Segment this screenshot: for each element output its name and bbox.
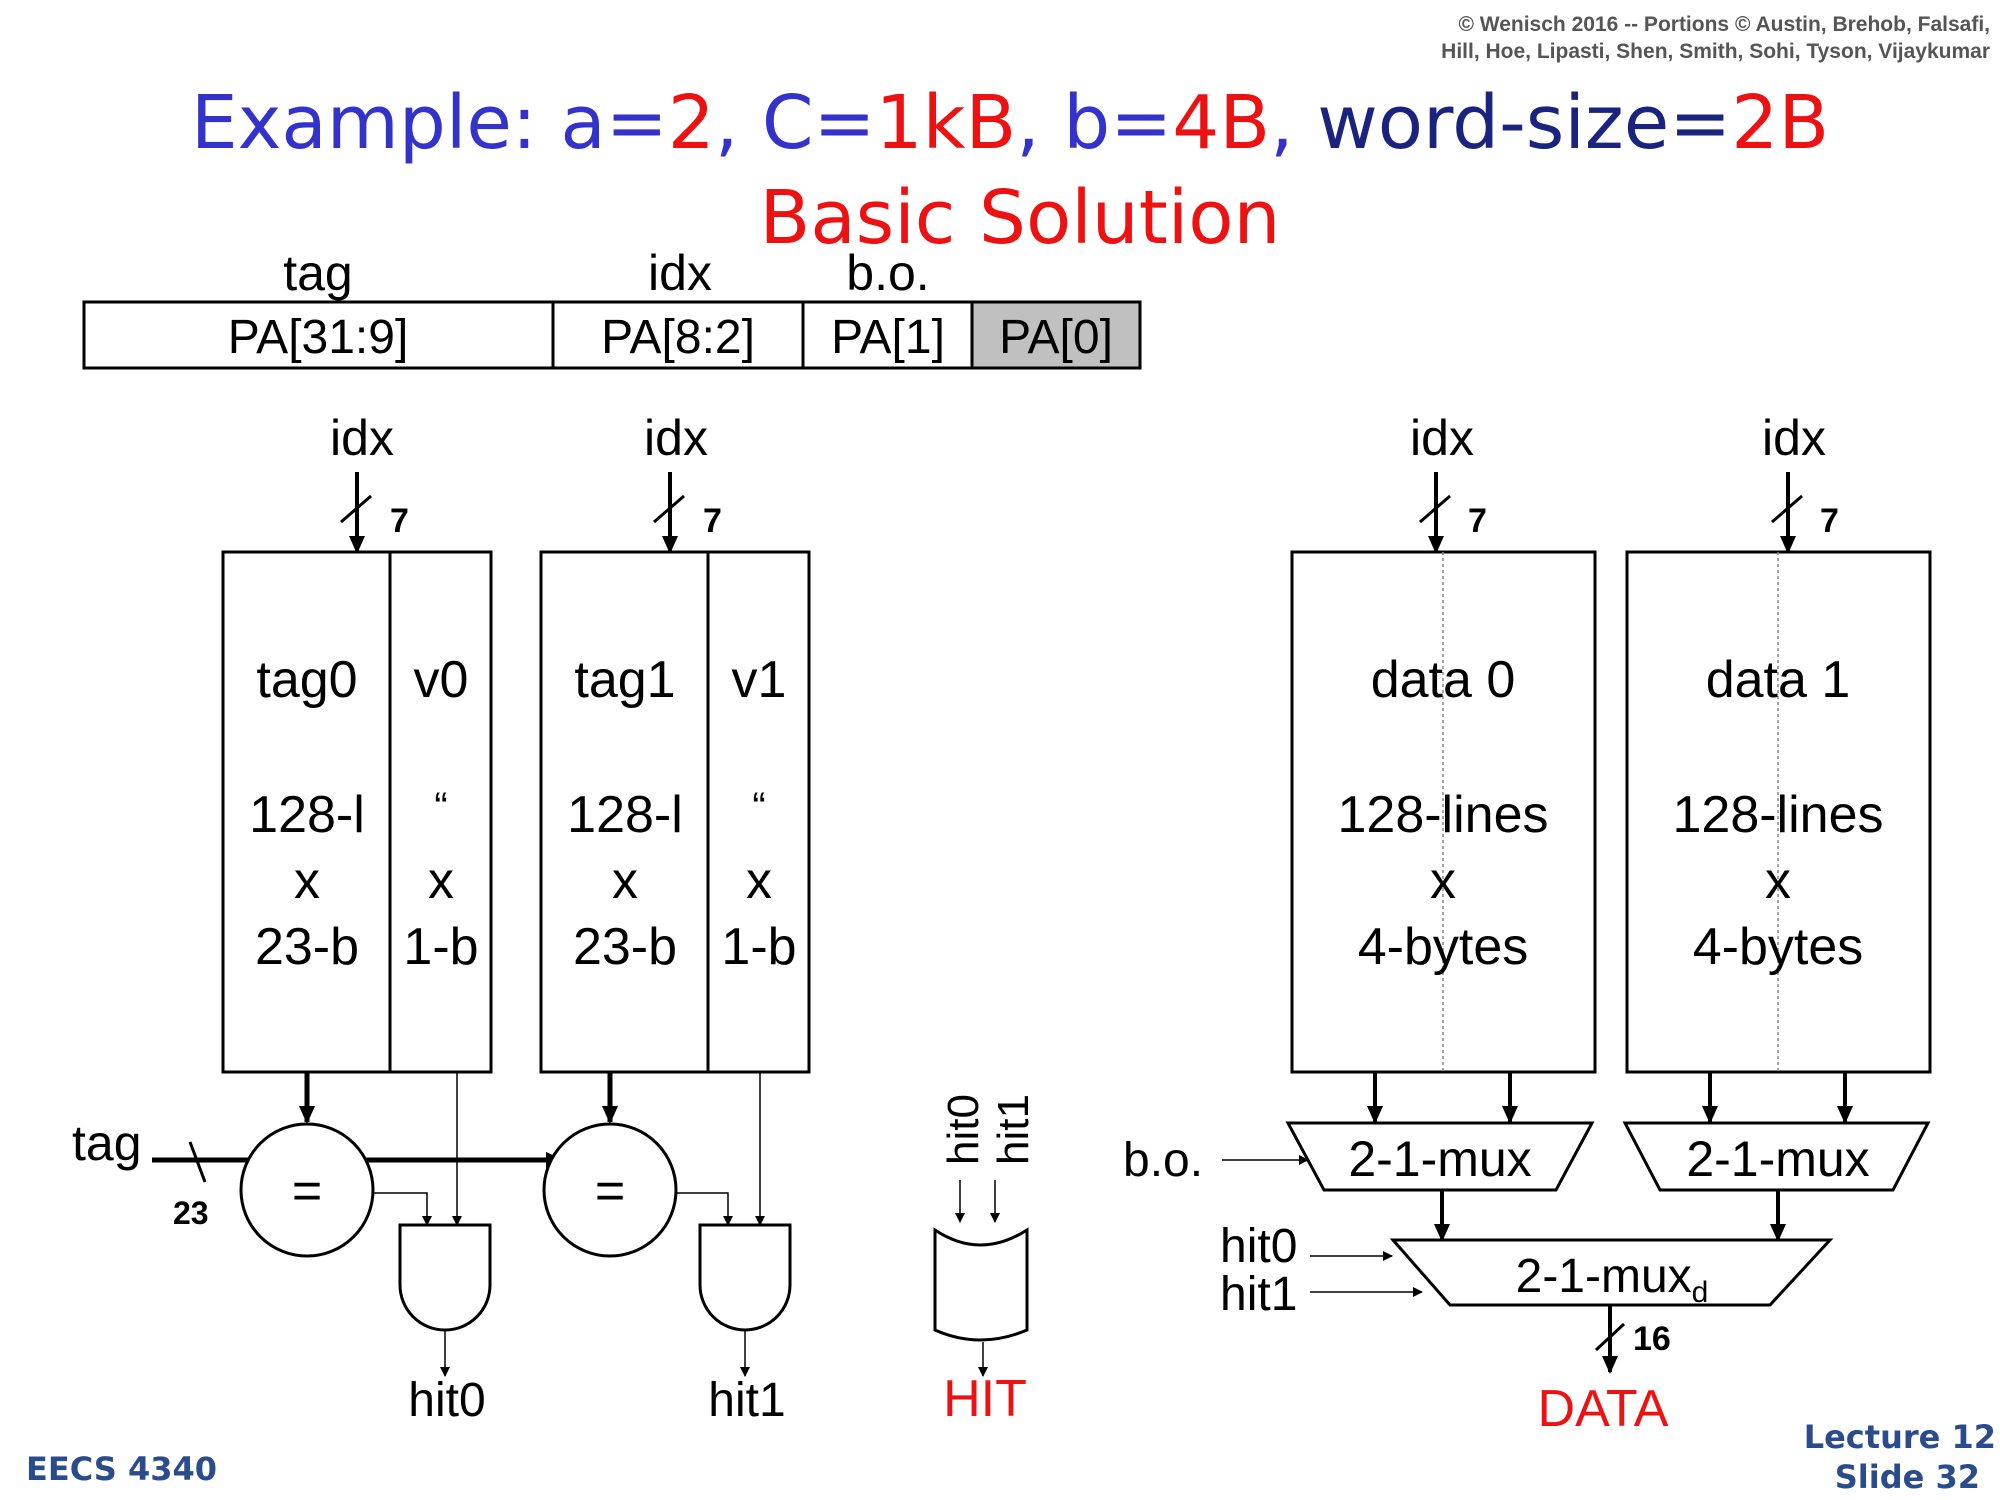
data-output-width: 16 — [1633, 1320, 1671, 1358]
title-sep-3: , — [1270, 80, 1317, 166]
mux-final-main: 2-1-mux — [1516, 1250, 1692, 1303]
tag1-name: tag1 — [574, 651, 675, 709]
copyright-line-2: Hill, Hoe, Lipasti, Shen, Smith, Sohi, T… — [1441, 40, 1990, 63]
data-array-0: data 0 128-lines x 4-bytes — [1290, 550, 1597, 1074]
title-prefix: Example: — [191, 80, 561, 166]
address-field-tag: tag — [283, 245, 353, 301]
address-field-idx: idx — [648, 245, 712, 301]
mux-final-subscript: d — [1692, 1276, 1709, 1309]
hit0-output-label: hit0 — [408, 1374, 485, 1427]
and-gate-1: hit1 — [676, 1072, 792, 1427]
title-b-label: b= — [1063, 80, 1172, 166]
mux-final — [1389, 1238, 1834, 1307]
final-select-hit1: hit1 — [1220, 1268, 1297, 1321]
data0-bytes: 4-bytes — [1358, 918, 1529, 976]
address-box — [82, 300, 1142, 370]
data1-x: x — [1765, 852, 1791, 910]
title-c-label: C= — [762, 80, 876, 166]
data1-bytes: 4-bytes — [1693, 918, 1864, 976]
final-select-hit0: hit0 — [1220, 1220, 1297, 1273]
mux-0 — [1285, 1121, 1595, 1192]
bo-select-label: b.o. — [1123, 1134, 1203, 1187]
title-a-value: 2 — [668, 80, 715, 166]
tag0-x: x — [294, 852, 320, 910]
address-fields: tag idx b.o. PA[31:9] PA[8:2] PA[1] PA[0… — [82, 245, 1142, 370]
tag0-lines: 128-l — [249, 786, 365, 844]
data0-lines: 128-lines — [1337, 786, 1548, 844]
v1-x: x — [746, 852, 772, 910]
idx-width-tag0: 7 — [390, 502, 409, 540]
hit-output-label: HIT — [943, 1370, 1027, 1428]
mux-0-label: 2-1-mux — [1348, 1131, 1531, 1187]
v1-bits: 1-b — [721, 918, 796, 976]
data1-name: data 1 — [1706, 651, 1851, 709]
idx-width-data0: 7 — [1468, 502, 1487, 540]
comparator-0 — [239, 1122, 375, 1258]
footer-lecture: Lecture 12 — [1804, 1418, 1996, 1456]
idx-label-tag1: idx — [644, 410, 708, 466]
idx-inputs: idx 7 idx 7 idx 7 idx 7 — [330, 410, 1839, 554]
data-mux-path: 2-1-mux 2-1-mux b.o. 2-1-muxd hit0 hit1 … — [1123, 1072, 1931, 1438]
address-seg-byte: PA[0] — [999, 311, 1113, 364]
idx-width-data1: 7 — [1820, 502, 1839, 540]
tag1-bits: 23-b — [573, 918, 677, 976]
or-input-hit0: hit0 — [939, 1094, 988, 1165]
v1-lines: “ — [752, 785, 765, 829]
or-gate-hit: hit0 hit1 HIT — [933, 1094, 1038, 1428]
title-b-value: 4B — [1172, 80, 1270, 166]
tag-array-1: tag1 128-l x 23-b v1 “ x 1-b — [539, 550, 811, 1074]
title-w-label: word-size= — [1317, 80, 1731, 166]
title-c-value: 1kB — [876, 80, 1017, 166]
address-seg-idx: PA[8:2] — [601, 311, 755, 364]
comparator-1-label: = — [595, 1162, 625, 1220]
tag-input-width: 23 — [173, 1195, 209, 1231]
mux-1-label: 2-1-mux — [1686, 1131, 1869, 1187]
idx-label-data0: idx — [1410, 410, 1474, 466]
title-sep-2: , — [1016, 80, 1063, 166]
address-field-bo: b.o. — [846, 245, 929, 301]
tag1-lines: 128-l — [567, 786, 683, 844]
idx-label-tag0: idx — [330, 410, 394, 466]
comparator-1 — [542, 1122, 678, 1258]
v1-name: v1 — [732, 651, 787, 709]
address-seg-tag: PA[31:9] — [228, 311, 409, 364]
or-input-hit1: hit1 — [989, 1094, 1038, 1165]
v0-lines: “ — [434, 785, 447, 829]
footer-course: EECS 4340 — [26, 1450, 217, 1488]
title-sep-1: , — [715, 80, 762, 166]
data-output-label: DATA — [1538, 1380, 1669, 1438]
hit1-output-label: hit1 — [708, 1374, 785, 1427]
copyright-line-1: © Wenisch 2016 -- Portions © Austin, Bre… — [1458, 13, 1990, 36]
tag-compare-path: tag 23 = = — [72, 1072, 678, 1258]
address-byte-cell — [970, 300, 1142, 370]
title-a-label: a= — [560, 80, 667, 166]
data0-x: x — [1430, 852, 1456, 910]
mux-final-label: 2-1-muxd — [1516, 1250, 1709, 1309]
idx-width-tag1: 7 — [703, 502, 722, 540]
mux-1 — [1622, 1121, 1931, 1192]
v0-x: x — [428, 852, 454, 910]
comparator-0-label: = — [292, 1162, 322, 1220]
tag0-bits: 23-b — [255, 918, 359, 976]
data1-lines: 128-lines — [1672, 786, 1883, 844]
footer-slide: Slide 32 — [1835, 1458, 1980, 1496]
tag-array-0: tag0 128-l x 23-b v0 “ x 1-b — [221, 550, 493, 1074]
data0-name: data 0 — [1371, 651, 1516, 709]
slide-subtitle: Basic Solution — [760, 175, 1281, 261]
data-array-1: data 1 128-lines x 4-bytes — [1625, 550, 1932, 1074]
v0-bits: 1-b — [403, 918, 478, 976]
slide-title: Example: a=2, C=1kB, b=4B, word-size=2B — [191, 80, 1829, 166]
address-seg-bo: PA[1] — [831, 311, 945, 364]
tag1-x: x — [612, 852, 638, 910]
v0-name: v0 — [414, 651, 469, 709]
title-w-value: 2B — [1731, 80, 1829, 166]
tag-input-label: tag — [72, 1115, 142, 1171]
and-gate-0: hit0 — [373, 1072, 492, 1427]
idx-label-data1: idx — [1762, 410, 1826, 466]
tag0-name: tag0 — [256, 651, 357, 709]
